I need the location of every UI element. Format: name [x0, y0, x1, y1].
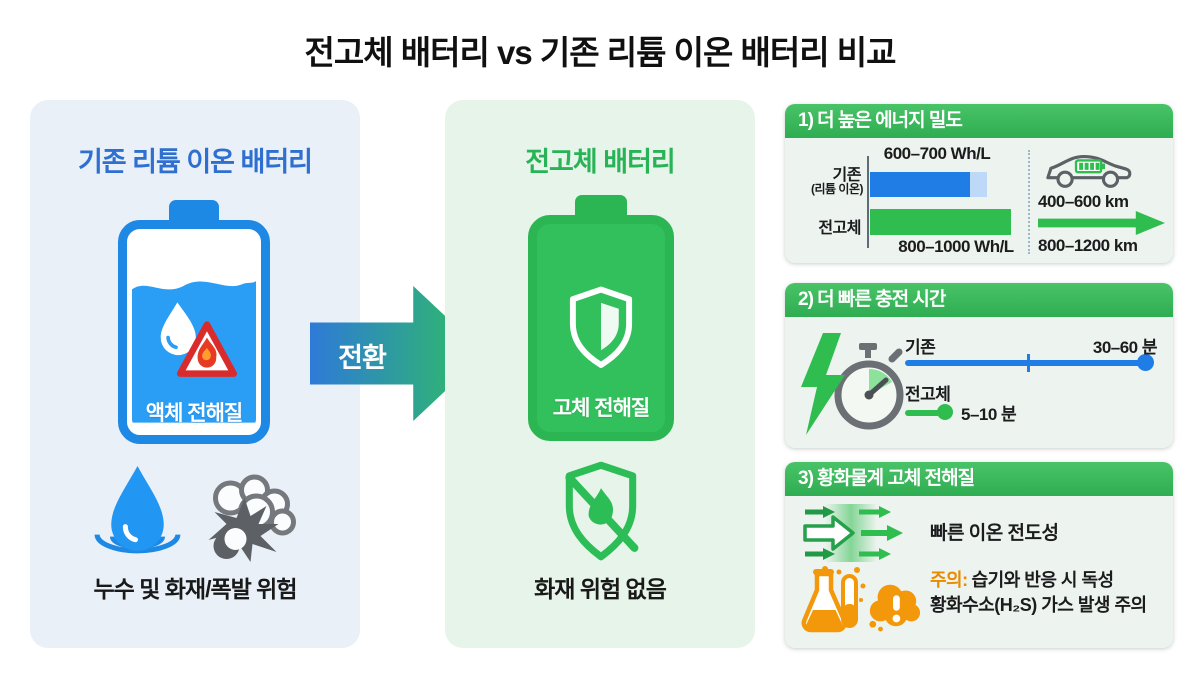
time-line-solidstate: [905, 410, 945, 416]
liquid-electrolyte-art: [132, 234, 256, 430]
no-fire-shield-icon: [565, 461, 639, 561]
center-panel-caption: 화재 위험 없음: [534, 576, 667, 602]
bar-liion: [870, 172, 987, 197]
solidstate-battery-icon: 고체 전해질: [528, 215, 674, 441]
bar-chart-axis: [867, 156, 869, 248]
time-value-solidstate: 5–10 분: [961, 405, 1017, 424]
warning-prefix: 주의:: [930, 570, 968, 590]
liquid-electrolyte-label: 액체 전해질: [145, 402, 243, 425]
bar-label-solidstate: 전고체: [818, 220, 861, 237]
bar-sublabel-existing: (리튬 이온): [811, 182, 864, 196]
card-charging-time: 2) 더 빠른 충전 시간 기존 30–60 분 전고체 5–10 분: [785, 283, 1173, 448]
center-panel-solidstate: 전고체 배터리 고체 전해질 화재 위험 없음: [445, 100, 755, 648]
left-panel-liion: 기존 리튬 이온 배터리 액체 전해질: [30, 100, 360, 648]
sulfide-warning-text: 주의:습기와 반응 시 독성 황화수소(H₂S) 가스 발생 주의: [930, 568, 1168, 618]
time-value-existing: 30–60 분: [1092, 338, 1158, 357]
bar-solidstate: [870, 209, 1011, 235]
warning-line2: 황화수소(H₂S) 가스 발생 주의: [930, 595, 1147, 615]
time-dot-existing: [1137, 354, 1154, 371]
lightning-stopwatch-icon: [801, 333, 904, 435]
leak-droplet-icon: [94, 466, 181, 554]
bar-label-existing: 기존: [832, 167, 862, 184]
card-sulfide-header: 3) 황화물계 고체 전해질: [785, 462, 1173, 496]
transition-arrow-label: 전환: [338, 343, 387, 373]
time-label-existing: 기존: [905, 338, 936, 357]
bar-value-solidstate: 800–1000 Wh/L: [898, 237, 1014, 256]
time-dot-solidstate: [937, 404, 953, 420]
time-line-tick: [1027, 354, 1030, 372]
card-charging-time-header: 2) 더 빠른 충전 시간: [785, 283, 1173, 317]
explosion-icon: [208, 474, 296, 562]
left-panel-title: 기존 리튬 이온 배터리: [77, 147, 313, 177]
card-energy-density: 1) 더 높은 에너지 밀도 기존 (리튬 이온) 600–700 Wh/L 전…: [785, 104, 1173, 263]
dotted-separator: [1028, 150, 1030, 254]
range-existing: 400–600 km: [1038, 192, 1129, 211]
warning-flame-triangle-icon: [176, 321, 238, 377]
bar-value-existing: 600–700 Wh/L: [883, 144, 991, 163]
solid-electrolyte-label: 고체 전해질: [552, 397, 650, 420]
warning-line1: 습기와 반응 시 독성: [971, 570, 1114, 590]
flask-icon: [801, 566, 866, 633]
left-panel-caption: 누수 및 화재/폭발 위험: [93, 576, 297, 602]
sulfide-benefit-text: 빠른 이온 전도성: [930, 523, 1059, 544]
warning-cloud-icon: [869, 584, 921, 632]
range-solidstate: 800–1200 km: [1038, 236, 1138, 255]
time-label-solidstate: 전고체: [905, 385, 951, 404]
ion-arrows-icon: [803, 504, 903, 562]
page-title: 전고체 배터리 vs 기존 리튬 이온 배터리 비교: [304, 34, 896, 71]
battery-liquid-icon: [132, 281, 256, 423]
card-energy-density-header: 1) 더 높은 에너지 밀도: [785, 104, 1173, 138]
range-arrow-icon: [1038, 211, 1165, 235]
card-sulfide-electrolyte: 3) 황화물계 고체 전해질 빠른 이온 전도성: [785, 462, 1173, 648]
shield-icon: [569, 286, 633, 368]
liion-battery-icon: 액체 전해질: [118, 220, 270, 444]
ev-car-battery-icon: [1046, 154, 1132, 188]
center-panel-title: 전고체 배터리: [525, 147, 676, 177]
